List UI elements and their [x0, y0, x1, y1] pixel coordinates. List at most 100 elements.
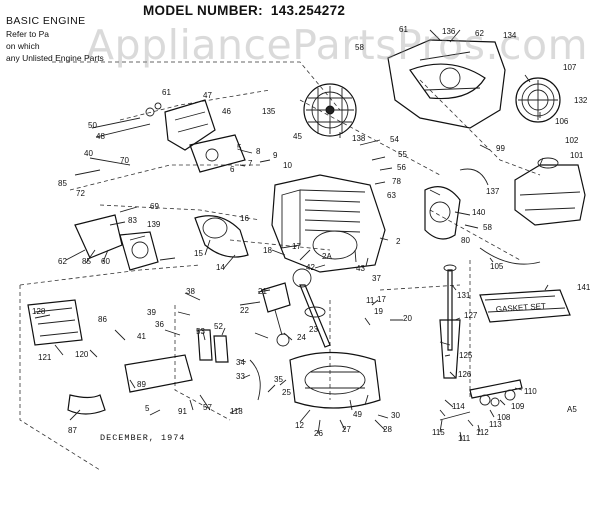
callout-5: 5	[237, 143, 242, 152]
callout-27: 27	[342, 425, 351, 434]
callout-85: 85	[58, 179, 67, 188]
callout-108: 108	[497, 413, 511, 422]
callout-141: 141	[577, 283, 591, 292]
callout-45: 45	[293, 132, 302, 141]
model-label: MODEL NUMBER:	[143, 3, 263, 18]
flywheel	[303, 83, 357, 137]
callout-18: 18	[263, 246, 272, 255]
callout-137: 137	[486, 187, 500, 196]
leader-lines	[34, 29, 549, 441]
muffler	[67, 354, 193, 415]
intake-elbow	[194, 215, 249, 258]
callout-60: 60	[101, 257, 110, 266]
callout-89: 89	[137, 380, 146, 389]
callout-114: 114	[452, 402, 465, 411]
note-line-1: Refer to Pa	[6, 29, 49, 39]
callout-57: 57	[203, 403, 212, 412]
callout-35: 35	[274, 375, 283, 384]
callout-22: 22	[240, 306, 249, 315]
callout-87: 87	[68, 426, 77, 435]
callout-48: 48	[96, 132, 105, 141]
callout-128: 128	[32, 307, 46, 316]
callout-33: 33	[236, 372, 245, 381]
section-title: BASIC ENGINE	[6, 15, 86, 27]
callout-69: 69	[150, 202, 159, 211]
callout-136: 136	[442, 27, 456, 36]
diagram-date: DECEMBER, 1974	[100, 433, 186, 443]
callout-125: 125	[459, 351, 473, 360]
callout-7: 7	[248, 159, 253, 168]
callout-10: 10	[283, 161, 292, 170]
callout-39: 39	[147, 308, 156, 317]
callout-107: 107	[563, 63, 577, 72]
callout-52: 52	[214, 322, 223, 331]
callout-49: 49	[353, 410, 362, 419]
callout-6: 6	[230, 165, 235, 174]
callout-121: 121	[38, 353, 52, 362]
callout-58: 58	[355, 43, 364, 52]
callout-138: 138	[352, 134, 366, 143]
carburetor-assembly	[424, 168, 541, 265]
callout-23: 23	[309, 325, 318, 334]
model-number: 143.254272	[270, 3, 346, 18]
callout-99: 99	[496, 144, 505, 153]
callout-38: 38	[186, 287, 195, 296]
fuel-tank	[514, 157, 586, 226]
callout-47: 47	[203, 91, 212, 100]
callout-40: 40	[84, 149, 93, 158]
air-cleaner	[27, 299, 83, 346]
ignition-coil	[145, 99, 216, 151]
callout-43: 43	[356, 264, 365, 273]
callout-50: 50	[88, 121, 97, 130]
callout-25: 25	[282, 388, 291, 397]
callout-140: 140	[472, 208, 486, 217]
callout-55: 55	[398, 150, 407, 159]
callout-80: 80	[461, 236, 470, 245]
gasket-set-box	[479, 289, 571, 323]
callout-127: 127	[464, 311, 478, 320]
callout-113: 113	[489, 420, 502, 429]
callout-14: 14	[216, 263, 225, 272]
gasket-set-label: GASKET SET	[496, 302, 547, 314]
callout-30: 30	[391, 411, 400, 420]
callout-70: 70	[120, 156, 129, 165]
note-line-3: any Unlisted Engine Parts	[6, 53, 104, 63]
callout-17: 17	[292, 242, 301, 251]
callout-131: 131	[457, 291, 471, 300]
callout-9: 9	[273, 151, 278, 160]
callout-126: 126	[458, 370, 472, 379]
callout-5: 5	[145, 404, 150, 413]
callout-41: 41	[137, 332, 146, 341]
callout-42: 42	[306, 263, 315, 272]
callout-112: 112	[476, 428, 489, 437]
callout-12: 12	[295, 421, 304, 430]
callout-21: 21	[258, 287, 267, 296]
callout-78: 78	[392, 177, 401, 186]
note-line-2: on which	[6, 41, 40, 51]
engine-block	[271, 174, 386, 273]
callout-63: 63	[387, 191, 396, 200]
callout-16: 16	[240, 214, 249, 223]
page-code: A5	[567, 405, 577, 414]
callout-15: 15	[194, 249, 203, 258]
callout-8: 8	[256, 147, 261, 156]
pto-shaft-parts	[439, 379, 523, 421]
callout-61: 61	[162, 88, 171, 97]
callout-83: 83	[128, 216, 137, 225]
callout-132: 132	[574, 96, 588, 105]
callout-118: 118	[230, 407, 243, 416]
model-title: MODEL NUMBER: 143.254272	[143, 3, 345, 18]
callout-54: 54	[390, 135, 399, 144]
callout-109: 109	[511, 402, 525, 411]
callout-62: 62	[58, 257, 67, 266]
callout-86: 86	[98, 315, 107, 324]
cylinder-head	[189, 134, 246, 173]
callout-120: 120	[75, 350, 89, 359]
callout-53: 53	[196, 327, 205, 336]
callout-135: 135	[262, 107, 276, 116]
callout-56: 56	[397, 163, 406, 172]
